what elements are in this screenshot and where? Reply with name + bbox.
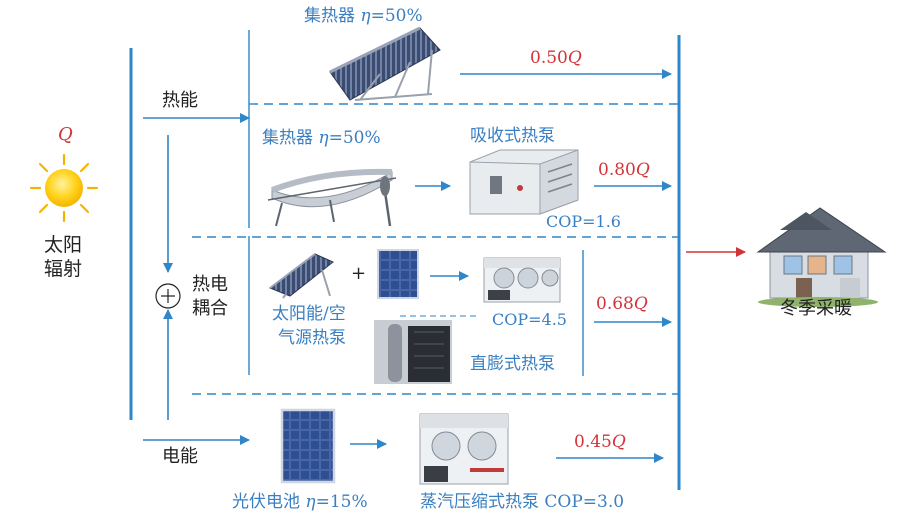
water-tank-icon	[374, 320, 452, 384]
pv-panel-icon	[377, 249, 419, 299]
row4-device-label: 光伏电池 η=15%	[232, 492, 368, 512]
row1-output-label: 0.50Q	[530, 48, 582, 68]
house-icon	[756, 207, 887, 307]
row3-output-label: 0.68Q	[596, 294, 648, 314]
target-label: 冬季采暖	[780, 298, 852, 319]
solar-collector-icon	[329, 26, 441, 101]
row4-heat-pump-label: 蒸汽压缩式热泵 COP=3.0	[420, 492, 625, 512]
row3-heat-pump-label: 直膨式热泵	[470, 354, 555, 374]
thermal-label: 热能	[162, 90, 198, 111]
row3-device-line1: 太阳能/空	[272, 304, 346, 324]
row3-cop-label: COP=4.5	[492, 310, 567, 329]
coupling-label-line2: 耦合	[192, 298, 228, 319]
source-label-line2: 辐射	[44, 258, 83, 280]
air-source-unit-icon	[483, 257, 561, 303]
row3-collector-icon	[268, 253, 334, 299]
coupling-label-line1: 热电	[192, 274, 228, 295]
row3-plus-sign: +	[351, 263, 367, 284]
electric-label: 电能	[162, 446, 198, 467]
source-label-line1: 太阳	[44, 234, 83, 256]
row4-output-label: 0.45Q	[574, 432, 626, 452]
absorption-heat-pump-icon	[469, 149, 579, 215]
row4-pv-panel-icon	[280, 408, 336, 484]
trough-collector-icon	[267, 168, 397, 227]
row2-output-label: 0.80Q	[598, 160, 650, 180]
row2-cop-label: COP=1.6	[546, 212, 621, 231]
source-q-symbol: Q	[58, 124, 73, 145]
compression-heat-pump-icon	[419, 413, 509, 485]
sun-icon	[29, 153, 99, 223]
row2-heat-pump-label: 吸收式热泵	[470, 126, 555, 146]
row2-device-label: 集热器 η=50%	[262, 128, 381, 148]
row3-device-line2: 气源热泵	[278, 328, 346, 348]
row1-device-label: 集热器 η=50%	[304, 6, 423, 26]
